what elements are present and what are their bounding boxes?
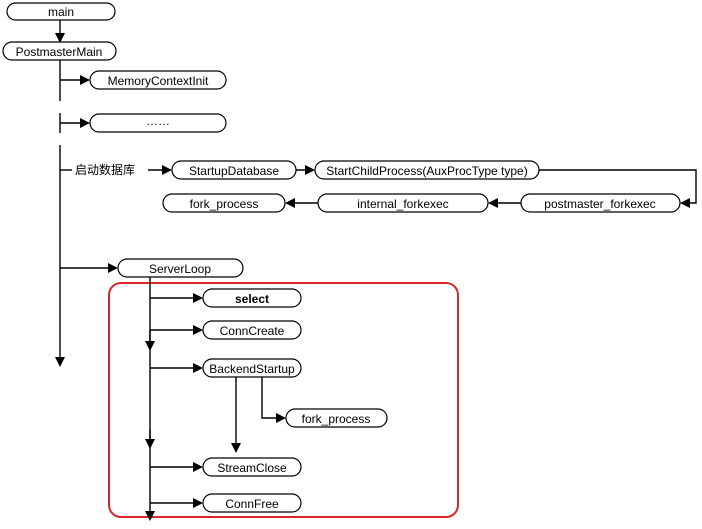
node-postmastermain-label: PostmasterMain (16, 45, 103, 59)
node-fork-process-2-label: fork_process (302, 412, 371, 426)
node-conncreate: ConnCreate (202, 320, 302, 340)
node-backendstartup: BackendStartup (202, 358, 302, 378)
node-startupdatabase: StartupDatabase (171, 160, 297, 180)
node-select: select (202, 288, 302, 308)
node-postmaster-forkexec-label: postmaster_forkexec (544, 197, 655, 211)
node-streamclose: StreamClose (202, 457, 302, 477)
node-postmaster-forkexec: postmaster_forkexec (520, 193, 681, 213)
node-serverloop: ServerLoop (117, 258, 244, 278)
node-select-label: select (235, 292, 269, 306)
node-ellipsis: …… (89, 113, 227, 133)
node-fork-process-2: fork_process (285, 408, 388, 428)
highlight-box (108, 282, 459, 518)
node-main-label: main (48, 5, 74, 19)
node-backendstartup-label: BackendStartup (209, 362, 295, 376)
node-memorycontextinit-label: MemoryContextInit (108, 74, 209, 88)
node-startchildprocess: StartChildProcess(AuxProcType type) (314, 160, 540, 180)
node-fork-process-1-label: fork_process (190, 197, 259, 211)
edge-startchild-forkexec (539, 169, 697, 208)
node-internal-forkexec-label: internal_forkexec (357, 197, 448, 211)
node-connfree-label: ConnFree (225, 497, 279, 511)
node-streamclose-label: StreamClose (217, 461, 287, 475)
node-fork-process-1: fork_process (162, 193, 286, 213)
node-startupdatabase-label: StartupDatabase (189, 164, 279, 178)
node-serverloop-label: ServerLoop (149, 262, 211, 276)
edge-label-startup-db: 启动数据库 (75, 162, 135, 177)
node-main: main (6, 2, 116, 21)
node-internal-forkexec: internal_forkexec (317, 193, 489, 213)
edge-backend-forkprocess (261, 377, 286, 423)
node-startchildprocess-label: StartChildProcess(AuxProcType type) (326, 164, 527, 178)
node-memorycontextinit: MemoryContextInit (89, 70, 227, 90)
node-conncreate-label: ConnCreate (220, 324, 285, 338)
node-connfree: ConnFree (202, 493, 302, 513)
node-postmastermain: PostmasterMain (2, 41, 117, 61)
node-ellipsis-label: …… (146, 114, 170, 128)
